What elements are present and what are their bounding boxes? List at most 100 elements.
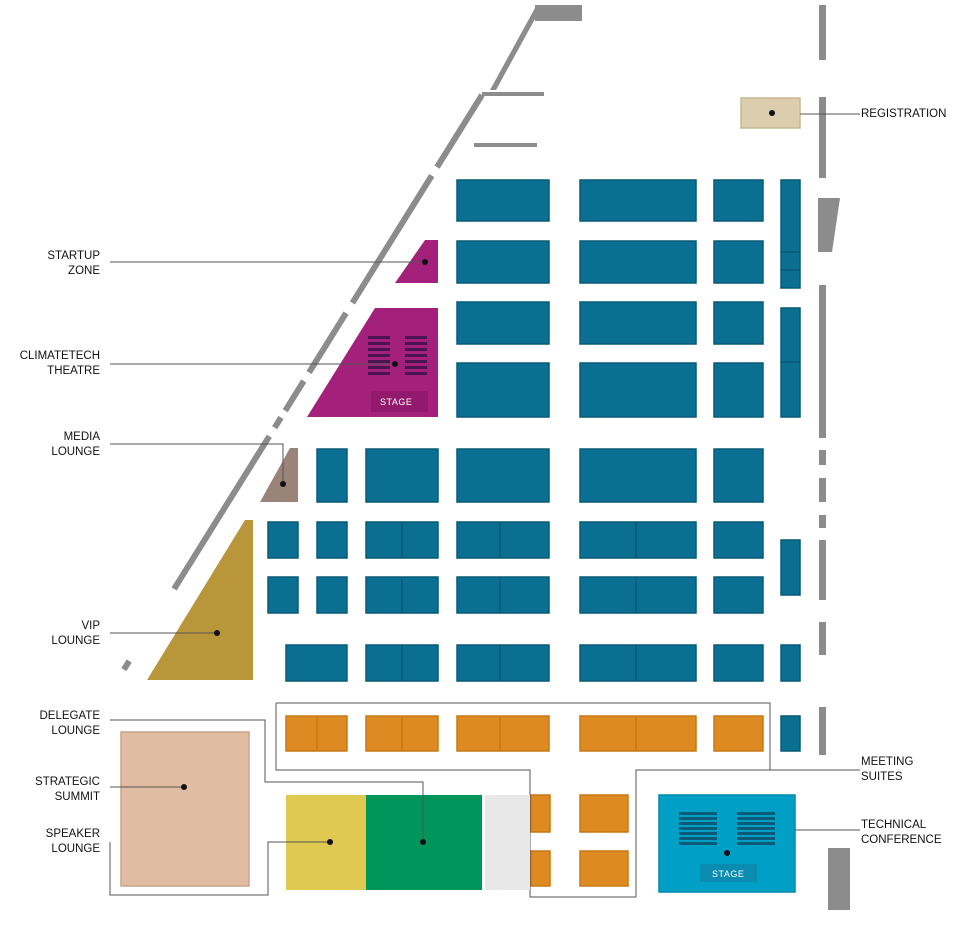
marker-dot [280,481,286,487]
open-area [485,795,530,890]
theatre-seating-row [405,354,427,357]
exhibition-booth[interactable] [285,644,348,682]
strategic-summit[interactable] [120,731,250,887]
exhibition-booth[interactable] [780,539,801,596]
media-lounge[interactable] [260,448,298,502]
label-text: LOUNGE [51,635,100,647]
meeting-suite[interactable] [579,715,697,752]
label-registration[interactable]: REGISTRATION [861,107,946,122]
exhibition-booth[interactable] [579,521,697,559]
exhibition-booth[interactable] [316,521,348,559]
theatre-seating-row [405,360,427,363]
meeting-suite[interactable] [456,715,550,752]
label-text: SUMMIT [54,791,100,803]
exhibition-booth[interactable] [780,715,801,752]
label-strategic-summit[interactable]: STRATEGIC SUMMIT [35,775,100,805]
exhibition-booth[interactable] [579,644,697,682]
exhibition-booth[interactable] [780,644,801,682]
leader-media-lounge [110,443,284,484]
conference-seating-row [737,822,775,825]
exhibition-booth[interactable] [267,521,299,559]
exhibition-booth[interactable] [316,576,348,614]
wall-diagonal [105,93,485,697]
label-text: STRATEGIC [35,776,100,788]
label-text: ZONE [68,265,100,277]
meeting-suite[interactable] [713,715,764,752]
theatre-seating-row [368,348,390,351]
exhibition-booth[interactable] [456,301,550,345]
theatre-stage-label: STAGE [380,397,413,407]
theatre-seating-row [405,348,427,351]
exhibition-booth[interactable] [579,301,697,345]
wall-right [819,285,826,438]
label-text: LOUNGE [51,843,100,855]
exhibition-booth[interactable] [713,576,764,614]
exhibition-booth[interactable] [579,240,697,284]
label-text: SUITES [861,771,903,783]
meeting-suite[interactable] [530,850,551,887]
meeting-suites-outline [275,702,771,898]
wall [828,848,850,910]
vip-lounge[interactable] [147,520,253,680]
exhibition-booth[interactable] [780,179,801,289]
exhibition-booth[interactable] [579,448,697,503]
exhibition-booth[interactable] [456,240,550,284]
meeting-suite[interactable] [579,794,629,833]
exhibition-booth[interactable] [456,179,550,222]
exhibition-booth[interactable] [456,644,550,682]
exhibition-booth[interactable] [579,576,697,614]
exhibition-booth[interactable] [713,521,764,559]
exhibition-booth[interactable] [713,448,764,503]
conference-seating-row [679,832,717,835]
conference-seating-row [737,817,775,820]
exhibition-booth[interactable] [579,362,697,418]
exhibition-booth[interactable] [365,448,439,503]
exhibition-booth[interactable] [316,448,348,503]
theatre-seating-row [405,336,427,339]
wall-right [819,707,826,755]
wall [535,5,582,21]
exhibition-booth[interactable] [267,576,299,614]
marker-dot [214,630,220,636]
meeting-suite[interactable] [530,794,551,833]
theatre-seating-row [368,336,390,339]
conference-stage-label: STAGE [712,869,745,879]
conference-seating-row [737,832,775,835]
conference-seating-row [737,842,775,845]
conference-stage [700,864,757,882]
theatre-seating-row [368,360,390,363]
exhibition-booth[interactable] [456,576,550,614]
exhibition-booth[interactable] [713,179,764,222]
theatre-seating-row [368,366,390,369]
marker-dot [420,839,426,845]
marker-dot [181,784,187,790]
exhibition-booth[interactable] [713,240,764,284]
label-text: THEATRE [47,365,100,377]
theatre-stage [371,391,428,412]
exhibition-booth[interactable] [456,448,550,503]
exhibition-booth[interactable] [456,362,550,418]
exhibition-booth[interactable] [713,362,764,418]
conference-seating-row [679,812,717,815]
meeting-suite[interactable] [579,850,629,887]
wall-right [819,515,826,528]
exhibition-booth[interactable] [456,521,550,559]
conference-seating-row [737,827,775,830]
exhibition-booth[interactable] [579,179,697,222]
wall [818,198,840,252]
exhibition-booth[interactable] [713,301,764,345]
wall [482,92,544,96]
exhibition-booth[interactable] [713,644,764,682]
theatre-seating-row [405,366,427,369]
wall-right [819,5,826,60]
label-text: DELEGATE [39,710,101,722]
